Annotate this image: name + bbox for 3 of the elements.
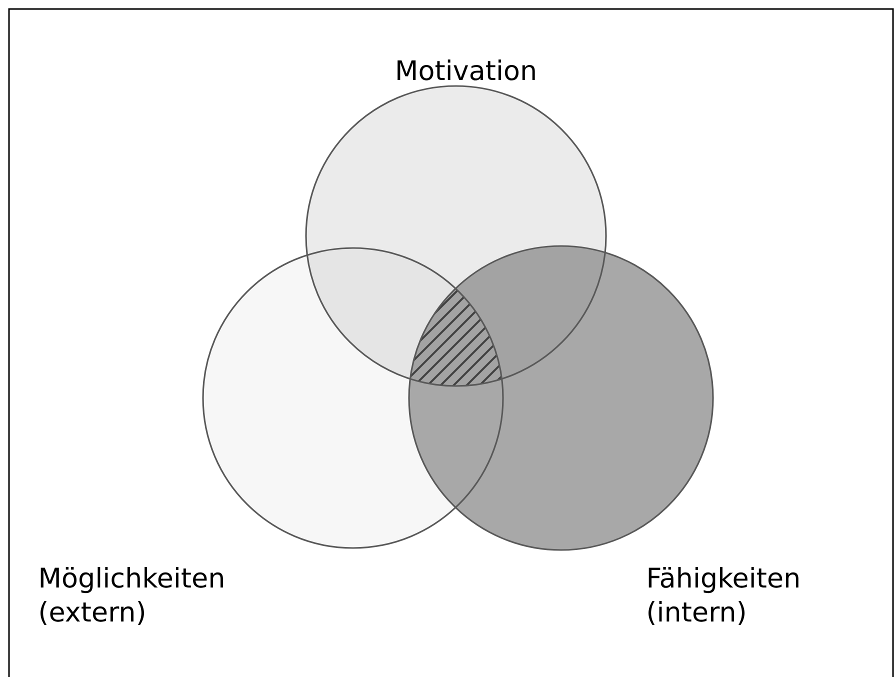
circle-label: Möglichkeiten (extern) [40, 566, 223, 626]
circle-label: Fähigkeiten (intern) [648, 566, 798, 626]
circle-label: Motivation [398, 60, 535, 80]
